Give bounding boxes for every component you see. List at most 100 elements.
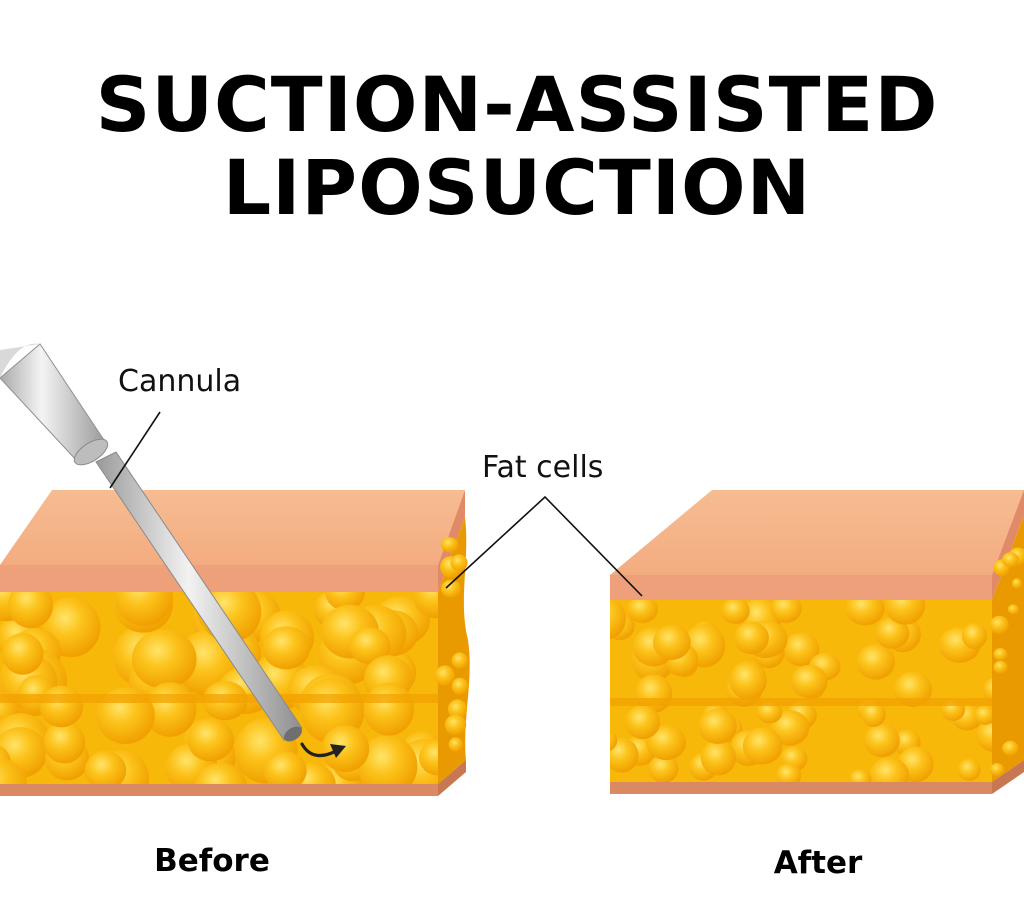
- fat-cell: [263, 751, 307, 784]
- fat-cell: [39, 685, 84, 728]
- suction-arrow-icon: [300, 742, 346, 758]
- after-tissue-block: [610, 490, 1024, 794]
- fat-cell: [610, 737, 639, 773]
- cannula-collar: [73, 438, 109, 466]
- fat-cell: [321, 725, 370, 773]
- cannula-tip: [283, 726, 303, 742]
- page-title: SUCTION-ASSISTED LIPOSUCTION: [96, 60, 939, 232]
- fat-cell: [993, 660, 1008, 674]
- fat-cell: [875, 617, 910, 649]
- fat-cell: [742, 727, 783, 765]
- fat-cell: [262, 626, 311, 670]
- fat-cell: [441, 579, 461, 598]
- after-base-side: [992, 760, 1024, 794]
- fat-cell: [447, 699, 468, 719]
- fat-cell: [451, 677, 469, 695]
- fat-cell: [885, 600, 926, 625]
- fat-cell: [357, 735, 418, 784]
- fat-cell: [114, 592, 173, 626]
- fat-cell: [653, 624, 691, 661]
- fat-cell: [869, 757, 910, 782]
- before-skin-top: [0, 490, 465, 565]
- fat-cell: [610, 600, 626, 640]
- title-line-1: SUCTION-ASSISTED: [96, 60, 939, 149]
- fat-cell: [187, 718, 234, 762]
- fat-cell: [2, 632, 44, 675]
- fat-cell: [131, 629, 197, 689]
- fat-cell: [849, 769, 872, 782]
- fat-cell: [646, 724, 686, 761]
- caption-before: Before: [154, 843, 270, 879]
- before-fat-divider: [0, 694, 438, 703]
- fat-cell: [1011, 578, 1023, 589]
- fat-cell: [790, 664, 828, 699]
- label-fat-cells-text: Fat cells: [482, 450, 603, 485]
- title-line-2: LIPOSUCTION: [223, 143, 812, 232]
- fat-cell: [1002, 740, 1019, 756]
- fat-cell: [770, 600, 802, 623]
- label-fat-cells: Fat cells: [445, 450, 643, 597]
- fat-cell: [957, 758, 981, 781]
- fat-cell: [413, 592, 438, 619]
- fat-cell: [451, 652, 468, 669]
- after-skin-front: [610, 575, 992, 600]
- fat-cell: [756, 700, 783, 724]
- fat-cell: [626, 600, 658, 623]
- fat-cell: [993, 648, 1008, 661]
- before-base-front: [0, 784, 438, 796]
- fat-cell: [845, 600, 885, 626]
- fat-cell: [856, 644, 895, 680]
- fat-cell: [962, 623, 987, 649]
- fat-cell: [864, 723, 900, 758]
- fat-cell: [1002, 552, 1019, 568]
- fat-cell: [698, 708, 737, 744]
- fat-cell: [769, 710, 810, 746]
- leader-cannula: [109, 411, 161, 489]
- fat-cell: [775, 763, 802, 782]
- fat-cell: [419, 740, 438, 776]
- fat-cell: [625, 705, 661, 740]
- label-cannula: Cannula: [109, 364, 241, 489]
- fat-cell: [84, 750, 127, 784]
- fat-cell: [989, 615, 1009, 635]
- fat-cell: [0, 757, 28, 784]
- fat-cell: [783, 632, 820, 667]
- before-base-side: [438, 760, 466, 796]
- fat-cell: [363, 682, 415, 736]
- fat-cell: [990, 763, 1004, 776]
- after-fat-divider: [610, 698, 992, 706]
- fat-cell: [444, 714, 467, 735]
- label-cannula-text: Cannula: [118, 364, 241, 399]
- before-fat-side-cells: [435, 537, 469, 752]
- fat-cell: [43, 721, 86, 764]
- after-fat-cells: [610, 600, 992, 782]
- fat-cell: [721, 600, 750, 624]
- fat-cell: [1007, 604, 1019, 615]
- caption-after: After: [774, 845, 863, 881]
- fat-cell: [450, 554, 468, 571]
- fat-cell: [448, 737, 463, 752]
- before-skin-front: [0, 565, 438, 592]
- fat-cell: [973, 705, 992, 725]
- after-fat-side-cells: [989, 547, 1024, 776]
- leader-fat-cells: [445, 495, 643, 597]
- fat-cell: [700, 739, 737, 776]
- cannula-handle-end: [0, 343, 40, 378]
- cannula-shaft: [95, 451, 303, 741]
- after-base-front: [610, 782, 992, 794]
- fat-cell: [648, 754, 679, 782]
- fat-cell: [349, 627, 391, 665]
- cannula-instrument: [0, 343, 303, 742]
- fat-cell: [729, 661, 767, 700]
- fat-cell: [440, 537, 459, 553]
- fat-cell: [861, 701, 886, 727]
- fat-cell: [734, 621, 769, 655]
- fat-cell: [976, 718, 992, 752]
- before-fat-cells: [0, 592, 438, 784]
- fat-cell: [983, 677, 992, 703]
- fat-cell: [610, 730, 618, 751]
- fat-cell: [194, 763, 248, 784]
- fat-cell: [8, 592, 54, 629]
- after-skin-top: [610, 490, 1024, 575]
